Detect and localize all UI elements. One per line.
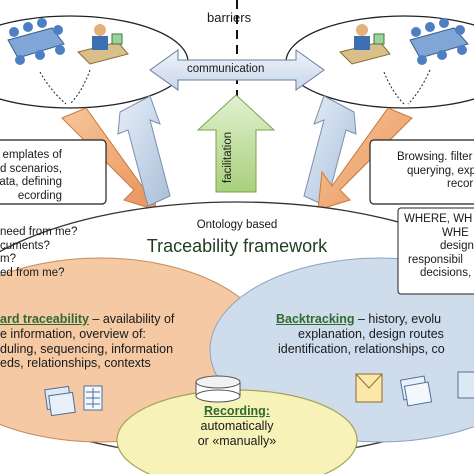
right-info-box	[369, 139, 474, 205]
forward-heading: ard traceability	[0, 312, 89, 326]
communication-arrow	[149, 49, 325, 91]
left-question-line: ed from me?	[0, 266, 65, 279]
right-question-line: decisions,	[420, 267, 472, 280]
right-info-line: recor	[447, 178, 474, 191]
right-question-line: design	[440, 240, 474, 253]
forward-traceability-text: ard traceability – availability of e inf…	[0, 312, 174, 371]
right-info-text: Browsing. filter querying, exp recor	[397, 151, 474, 192]
left-question-line: m?	[0, 253, 16, 266]
person-desk-icon-right	[339, 24, 391, 65]
person-desk-icon-left	[77, 24, 129, 65]
left-blue-arrow	[117, 95, 171, 207]
left-info-line: data, defining	[0, 176, 62, 189]
right-orange-arrow	[317, 107, 413, 211]
document-stack-icon	[44, 385, 76, 417]
left-info-line: ecording	[17, 189, 62, 202]
left-question-line: need from me?	[0, 226, 78, 238]
meeting-table-icon-right	[409, 18, 469, 65]
file-icon-right	[457, 371, 474, 399]
framework-subtitle: Ontology based	[196, 219, 278, 231]
forward-line: eds, relationships, contexts	[0, 356, 151, 371]
backtracking-heading-tail: – history, evolu	[354, 312, 442, 326]
backtracking-line: identification, relationships, co	[278, 341, 445, 356]
right-questions: WHERE, WH WHE design responsibil decisio…	[404, 213, 474, 281]
right-curved-arrows	[383, 69, 431, 105]
left-questions: need from me? cuments? m? ed from me?	[0, 226, 77, 280]
spreadsheet-icon	[83, 385, 103, 411]
right-info-line: Browsing. filter	[397, 151, 473, 163]
meeting-table-icon-left	[7, 18, 65, 65]
recording-line: or «manually»	[197, 433, 277, 448]
left-info-line: d scenarios,	[0, 162, 62, 175]
database-icon	[195, 375, 241, 403]
left-curved-arrows	[39, 69, 91, 105]
barriers-label: barriers	[207, 10, 252, 25]
backtracking-heading: Backtracking	[276, 312, 355, 326]
right-info-line: querying, exp	[407, 164, 474, 177]
forward-heading-tail: – availability of	[88, 312, 175, 326]
forward-line: e information, overview of:	[0, 326, 146, 341]
right-question-line: responsibil	[408, 253, 463, 266]
left-question-line: cuments?	[0, 239, 50, 252]
recording-heading: Recording:	[204, 404, 270, 418]
left-info-text: emplates of d scenarios, data, defining …	[0, 149, 62, 203]
recording-line: automatically	[200, 418, 274, 433]
left-info-line: emplates of	[2, 149, 62, 161]
forward-line: duling, sequencing, information	[0, 341, 174, 356]
right-question-line: WHERE, WH	[404, 213, 473, 225]
facilitation-label: facilitation	[222, 131, 234, 183]
framework-title: Traceability framework	[146, 236, 328, 256]
recording-text: Recording: automatically or «manually»	[147, 404, 327, 448]
backtracking-line: explanation, design routes	[298, 326, 444, 341]
documents-icon	[399, 375, 433, 407]
right-question-box	[397, 207, 474, 295]
right-blue-arrow	[303, 95, 357, 207]
mail-icon	[355, 373, 383, 403]
facilitation-arrow	[196, 94, 276, 193]
right-question-line: WHE	[442, 226, 469, 239]
backtracking-text: Backtracking – history, evolu explanatio…	[276, 312, 445, 356]
left-info-box	[0, 139, 107, 205]
communication-label: communication	[187, 63, 265, 75]
